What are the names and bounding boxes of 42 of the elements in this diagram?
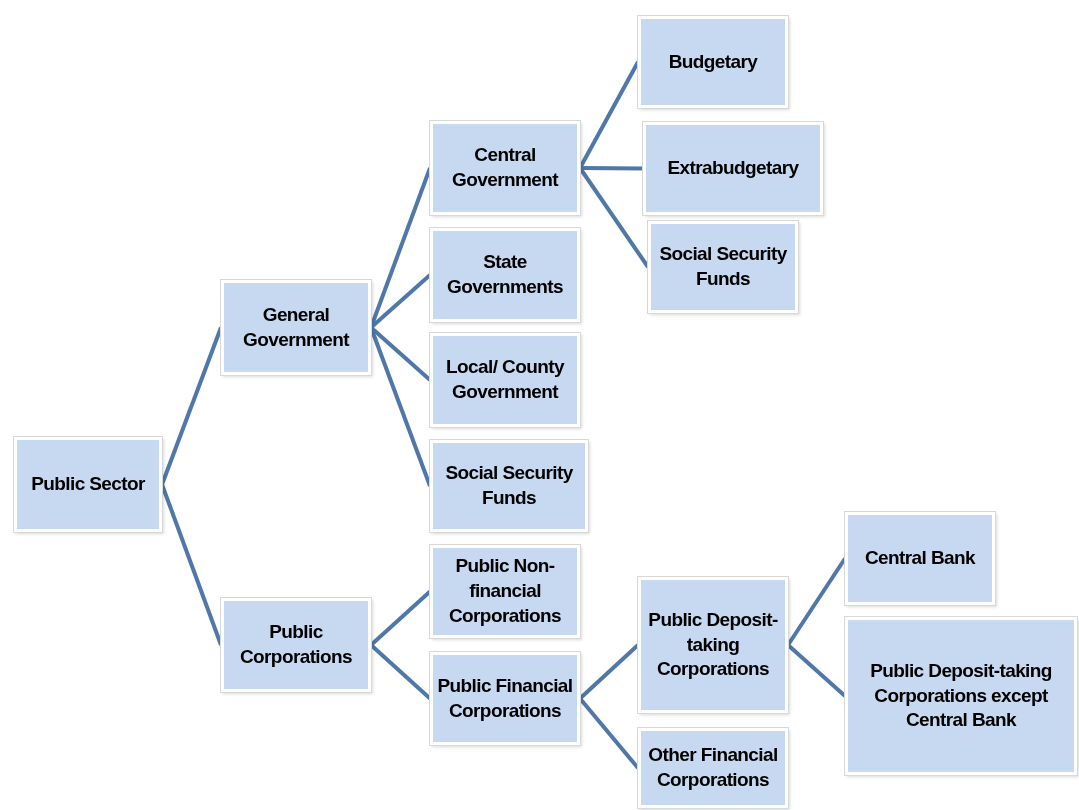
box-label: Public Non-financial Corporations bbox=[447, 554, 563, 628]
category-box bbox=[430, 333, 580, 427]
box-label: Central Bank bbox=[865, 546, 975, 571]
connector-line bbox=[369, 643, 432, 700]
category-box bbox=[221, 280, 371, 375]
connector-line bbox=[369, 590, 432, 647]
category-box bbox=[430, 652, 580, 745]
category-box bbox=[221, 598, 371, 692]
box-label: Public Sector bbox=[31, 472, 145, 497]
box-label: Public Deposit-taking Corporations except Central Bank bbox=[869, 658, 1053, 733]
box-label: Social Security Funds bbox=[658, 242, 788, 291]
category-box bbox=[648, 221, 798, 313]
box-label: Social Security Funds bbox=[444, 461, 574, 510]
category-box bbox=[430, 121, 580, 215]
category-box bbox=[845, 512, 995, 605]
box-label: Budgetary bbox=[668, 49, 758, 74]
box-label: Other Financial Corporations bbox=[647, 743, 779, 792]
connector-line bbox=[578, 697, 640, 770]
category-box bbox=[643, 122, 823, 215]
box-label: Central Government bbox=[451, 143, 560, 192]
category-box bbox=[430, 228, 580, 322]
category-box bbox=[430, 440, 588, 532]
box-label: General Government bbox=[242, 302, 351, 352]
connector-line bbox=[786, 557, 847, 647]
connector-line bbox=[160, 483, 223, 646]
connector-line bbox=[578, 61, 640, 169]
connector-line bbox=[160, 326, 223, 486]
box-label: Public Deposit-taking Corporations bbox=[647, 607, 779, 682]
box-label: Public Corporations bbox=[238, 620, 354, 669]
category-box bbox=[638, 16, 788, 108]
category-box bbox=[638, 577, 788, 713]
connector-line bbox=[580, 166, 643, 171]
category-box bbox=[845, 617, 1077, 775]
box-label: Local/ County Government bbox=[445, 355, 566, 404]
box-label: Public Financial Corporations bbox=[437, 673, 573, 723]
connector-line bbox=[786, 643, 847, 698]
category-box bbox=[430, 545, 580, 638]
connector-line bbox=[578, 643, 640, 700]
box-label: State Governments bbox=[446, 250, 564, 299]
category-box bbox=[638, 728, 788, 808]
category-box bbox=[14, 437, 162, 532]
box-label: Extrabudgetary bbox=[667, 156, 799, 181]
